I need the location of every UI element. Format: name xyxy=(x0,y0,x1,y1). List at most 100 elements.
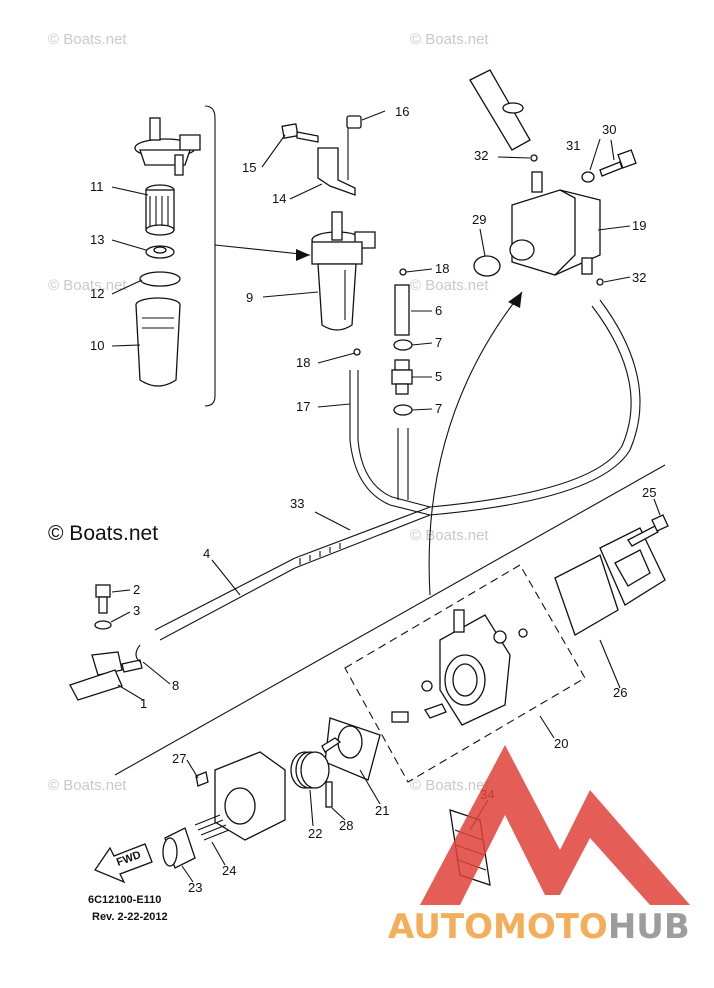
joint-5 xyxy=(391,359,413,395)
copyright-text: © Boats.net xyxy=(48,522,158,545)
callout: 12 xyxy=(90,286,104,301)
washer-3 xyxy=(94,620,112,630)
callout: 26 xyxy=(613,685,627,700)
watermark: © Boats.net xyxy=(410,777,489,794)
pump-kit-box xyxy=(344,564,586,783)
callout: 27 xyxy=(172,751,186,766)
washer-31 xyxy=(581,171,595,183)
clip-32b xyxy=(596,278,604,286)
callout: 2 xyxy=(133,582,140,597)
pin-28 xyxy=(325,781,333,808)
clip-18b xyxy=(399,268,407,276)
bolt-30 xyxy=(599,149,637,177)
callout: 7 xyxy=(435,401,442,416)
callout: 9 xyxy=(246,290,253,305)
callout: 11 xyxy=(90,179,104,194)
clip-32 xyxy=(530,154,538,162)
fuel-pump xyxy=(509,171,601,276)
callout: 18 xyxy=(435,261,449,276)
pump-body xyxy=(439,609,511,726)
callout: 25 xyxy=(642,485,656,500)
filter-top-cap xyxy=(134,117,201,176)
bolt-15 xyxy=(281,123,319,143)
watermark: © Boats.net xyxy=(48,777,127,794)
clip-7b xyxy=(393,404,413,416)
callout: 4 xyxy=(203,546,210,561)
callout: 5 xyxy=(435,369,442,384)
pump-nut xyxy=(421,680,433,692)
watermark: © Boats.net xyxy=(410,277,489,294)
filter-element xyxy=(145,184,175,236)
watermark: © Boats.net xyxy=(410,31,489,48)
hose-33 xyxy=(294,514,431,569)
gasket-26 xyxy=(554,554,619,636)
callout: 18 xyxy=(296,355,310,370)
callout: 10 xyxy=(90,338,104,353)
callout: 3 xyxy=(133,603,140,618)
bolt-2 xyxy=(95,584,111,614)
plunger-23 xyxy=(162,827,196,869)
corrugated-hose xyxy=(397,428,409,500)
callout: 23 xyxy=(188,880,202,895)
callout: 14 xyxy=(272,191,286,206)
nut-27 xyxy=(195,771,209,787)
clip-18 xyxy=(353,348,361,356)
logo-mark xyxy=(420,745,690,905)
detail-bracket xyxy=(204,105,216,407)
filter-o-ring xyxy=(139,271,181,287)
callout: 30 xyxy=(602,122,616,137)
watermark: © Boats.net xyxy=(48,277,127,294)
callout: 32 xyxy=(632,270,646,285)
callout: 15 xyxy=(242,160,256,175)
callout: 33 xyxy=(290,496,304,511)
callout: 19 xyxy=(632,218,646,233)
fuel-filter-assembly xyxy=(311,211,376,331)
pump-cap xyxy=(493,630,507,644)
callout: 8 xyxy=(172,678,179,693)
diagram-code: 6C12100-E110 xyxy=(88,894,161,906)
diaphragm-21 xyxy=(321,717,381,781)
callout: 17 xyxy=(296,399,310,414)
hose-6 xyxy=(394,284,410,336)
fwd-arrow: FWD xyxy=(94,843,153,884)
engine-edge-line xyxy=(114,464,666,776)
pump-hose-top xyxy=(469,69,531,151)
automotohub-logo: AUTOMOTOHUB xyxy=(388,745,690,947)
pump-fitting xyxy=(424,703,447,719)
callout: 13 xyxy=(90,232,104,247)
pump-screw xyxy=(391,711,409,723)
detail-arrowhead xyxy=(296,249,310,261)
o-ring-29 xyxy=(473,255,501,277)
filter-cup xyxy=(135,297,181,387)
spring-22 xyxy=(290,751,330,789)
fuel-hose xyxy=(429,299,641,516)
pump-washer xyxy=(518,628,528,638)
filter-bracket xyxy=(317,125,356,196)
watermark: © Boats.net xyxy=(48,31,127,48)
bolt-25 xyxy=(627,514,669,547)
revision-date: Rev. 2-22-2012 xyxy=(92,911,168,923)
callout: 21 xyxy=(375,803,389,818)
detail-arrow-line xyxy=(214,244,311,256)
watermark: © Boats.net xyxy=(410,527,489,544)
callout: 16 xyxy=(395,104,409,119)
svg-text:AUTOMOTOHUB: AUTOMOTOHUB xyxy=(388,907,690,947)
callout: 32 xyxy=(474,148,488,163)
logo-text-moto: MOTO xyxy=(493,907,608,947)
callout: 31 xyxy=(566,138,580,153)
clip-8 xyxy=(135,644,141,663)
logo-text-hub: HUB xyxy=(608,907,690,947)
logo-text-auto: AUTO xyxy=(388,907,493,947)
fuel-joint-1 xyxy=(69,651,143,701)
callout: 6 xyxy=(435,303,442,318)
clip-7 xyxy=(393,339,413,351)
pump-cover xyxy=(214,751,286,841)
flow-arrow xyxy=(428,291,523,596)
callout: 24 xyxy=(222,863,236,878)
callout: 20 xyxy=(554,736,568,751)
callout: 29 xyxy=(472,212,486,227)
filter-nut xyxy=(145,245,175,259)
fuel-joint-4 xyxy=(159,567,296,641)
callout: 28 xyxy=(339,818,353,833)
